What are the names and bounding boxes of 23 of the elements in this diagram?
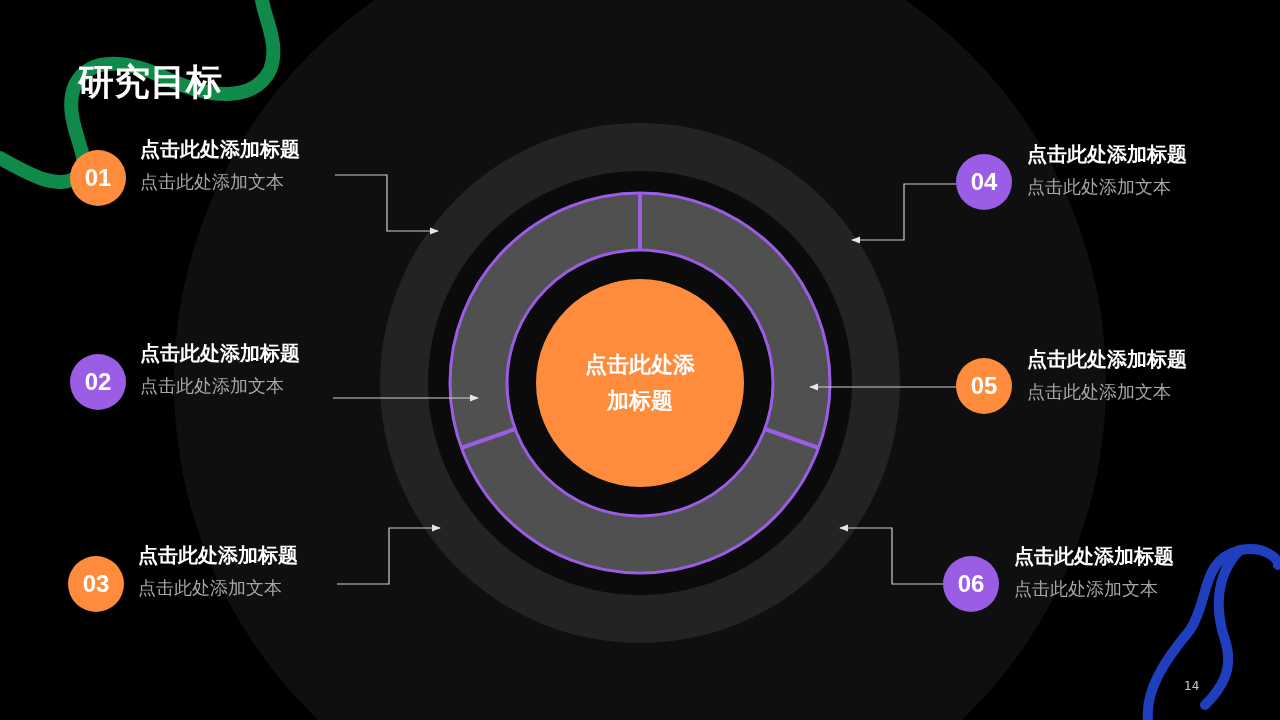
arrow [851,183,957,244]
arrow [334,174,439,235]
arrow [839,524,944,585]
arrow [332,394,479,402]
page-number: 14 [1184,679,1200,693]
number-badge: 01 [70,150,126,206]
center-title: 点击此处添加标题 [584,351,696,415]
item-title: 点击此处添加标题 [140,340,300,366]
item-title: 点击此处添加标题 [1014,543,1174,569]
item-title: 点击此处添加标题 [138,542,298,568]
item-title: 点击此处添加标题 [1027,141,1187,167]
item-title: 点击此处添加标题 [1027,346,1187,372]
arrow [809,383,957,391]
number-badge: 03 [68,556,124,612]
item-text: 点击此处添加文本 [140,170,284,194]
item-text: 点击此处添加文本 [140,374,284,398]
item-title: 点击此处添加标题 [140,136,300,162]
item-text: 点击此处添加文本 [1014,577,1158,601]
item-text: 点击此处添加文本 [138,576,282,600]
arrow [336,524,441,585]
number-badge: 02 [70,354,126,410]
item-text: 点击此处添加文本 [1027,380,1171,404]
item-text: 点击此处添加文本 [1027,175,1171,199]
